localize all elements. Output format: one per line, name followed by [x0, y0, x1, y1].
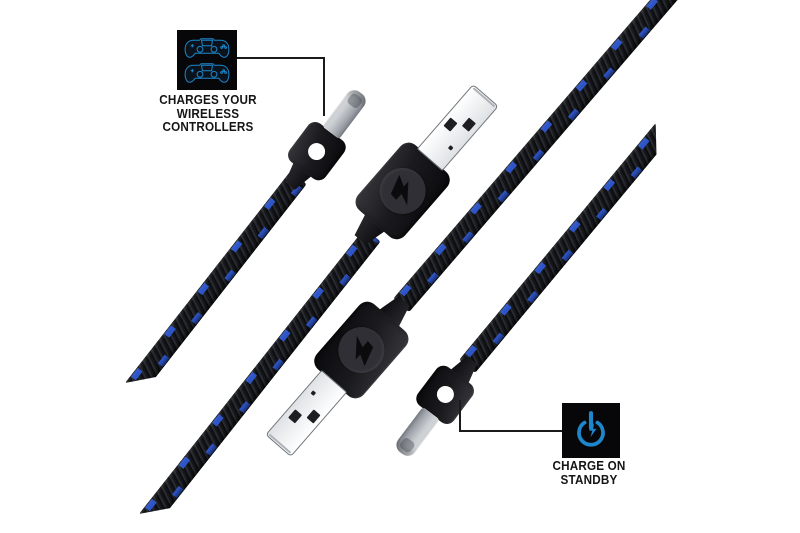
- caption-line: WIRELESS: [176, 105, 240, 121]
- braided-cable-run-usbc-bottom: [459, 123, 672, 373]
- controllers-callout-label: CHARGES YOUR WIRELESS CONTROLLERS: [132, 93, 283, 134]
- caption-line: STANDBY: [560, 471, 618, 487]
- lanyard-hole: [433, 382, 458, 407]
- usb-c-connector-top: [272, 73, 383, 200]
- gamepad-icon: [184, 62, 230, 83]
- callout-connector-line: [237, 57, 325, 59]
- connector-housing: [309, 297, 413, 403]
- caption-line: CONTROLLERS: [162, 119, 254, 134]
- usb-pin: [461, 117, 476, 132]
- usb-c-plug: [393, 407, 441, 460]
- connector-housing: [351, 138, 455, 244]
- standby-callout-box: [562, 403, 620, 458]
- usb-pin: [447, 145, 454, 151]
- standby-callout-label: CHARGE ON STANDBY: [513, 459, 664, 486]
- caption-line: CHARGE ON: [552, 458, 626, 473]
- usb-c-connector-bottom: [379, 346, 490, 473]
- callout-connector-line: [323, 57, 325, 116]
- caption-line: CHARGES YOUR: [159, 92, 257, 107]
- brand-logo: [370, 158, 436, 224]
- gamepad-icon: [184, 37, 230, 58]
- callout-connector-line: [459, 400, 461, 432]
- callout-connector-line: [459, 430, 564, 432]
- usb-a-connector-top: [336, 71, 513, 261]
- usb-a-plug: [416, 83, 499, 172]
- usb-pin: [310, 390, 317, 396]
- usb-pin: [288, 409, 303, 424]
- usb-a-connector-bottom: [251, 280, 428, 470]
- usb-c-plug: [321, 86, 369, 139]
- usb-pin: [443, 117, 458, 132]
- usb-a-plug: [265, 369, 348, 458]
- lanyard-hole: [304, 139, 329, 164]
- usb-pin: [306, 409, 321, 424]
- controllers-callout-box: [177, 30, 237, 90]
- brand-logo: [328, 317, 394, 383]
- power-standby-icon: [577, 411, 605, 447]
